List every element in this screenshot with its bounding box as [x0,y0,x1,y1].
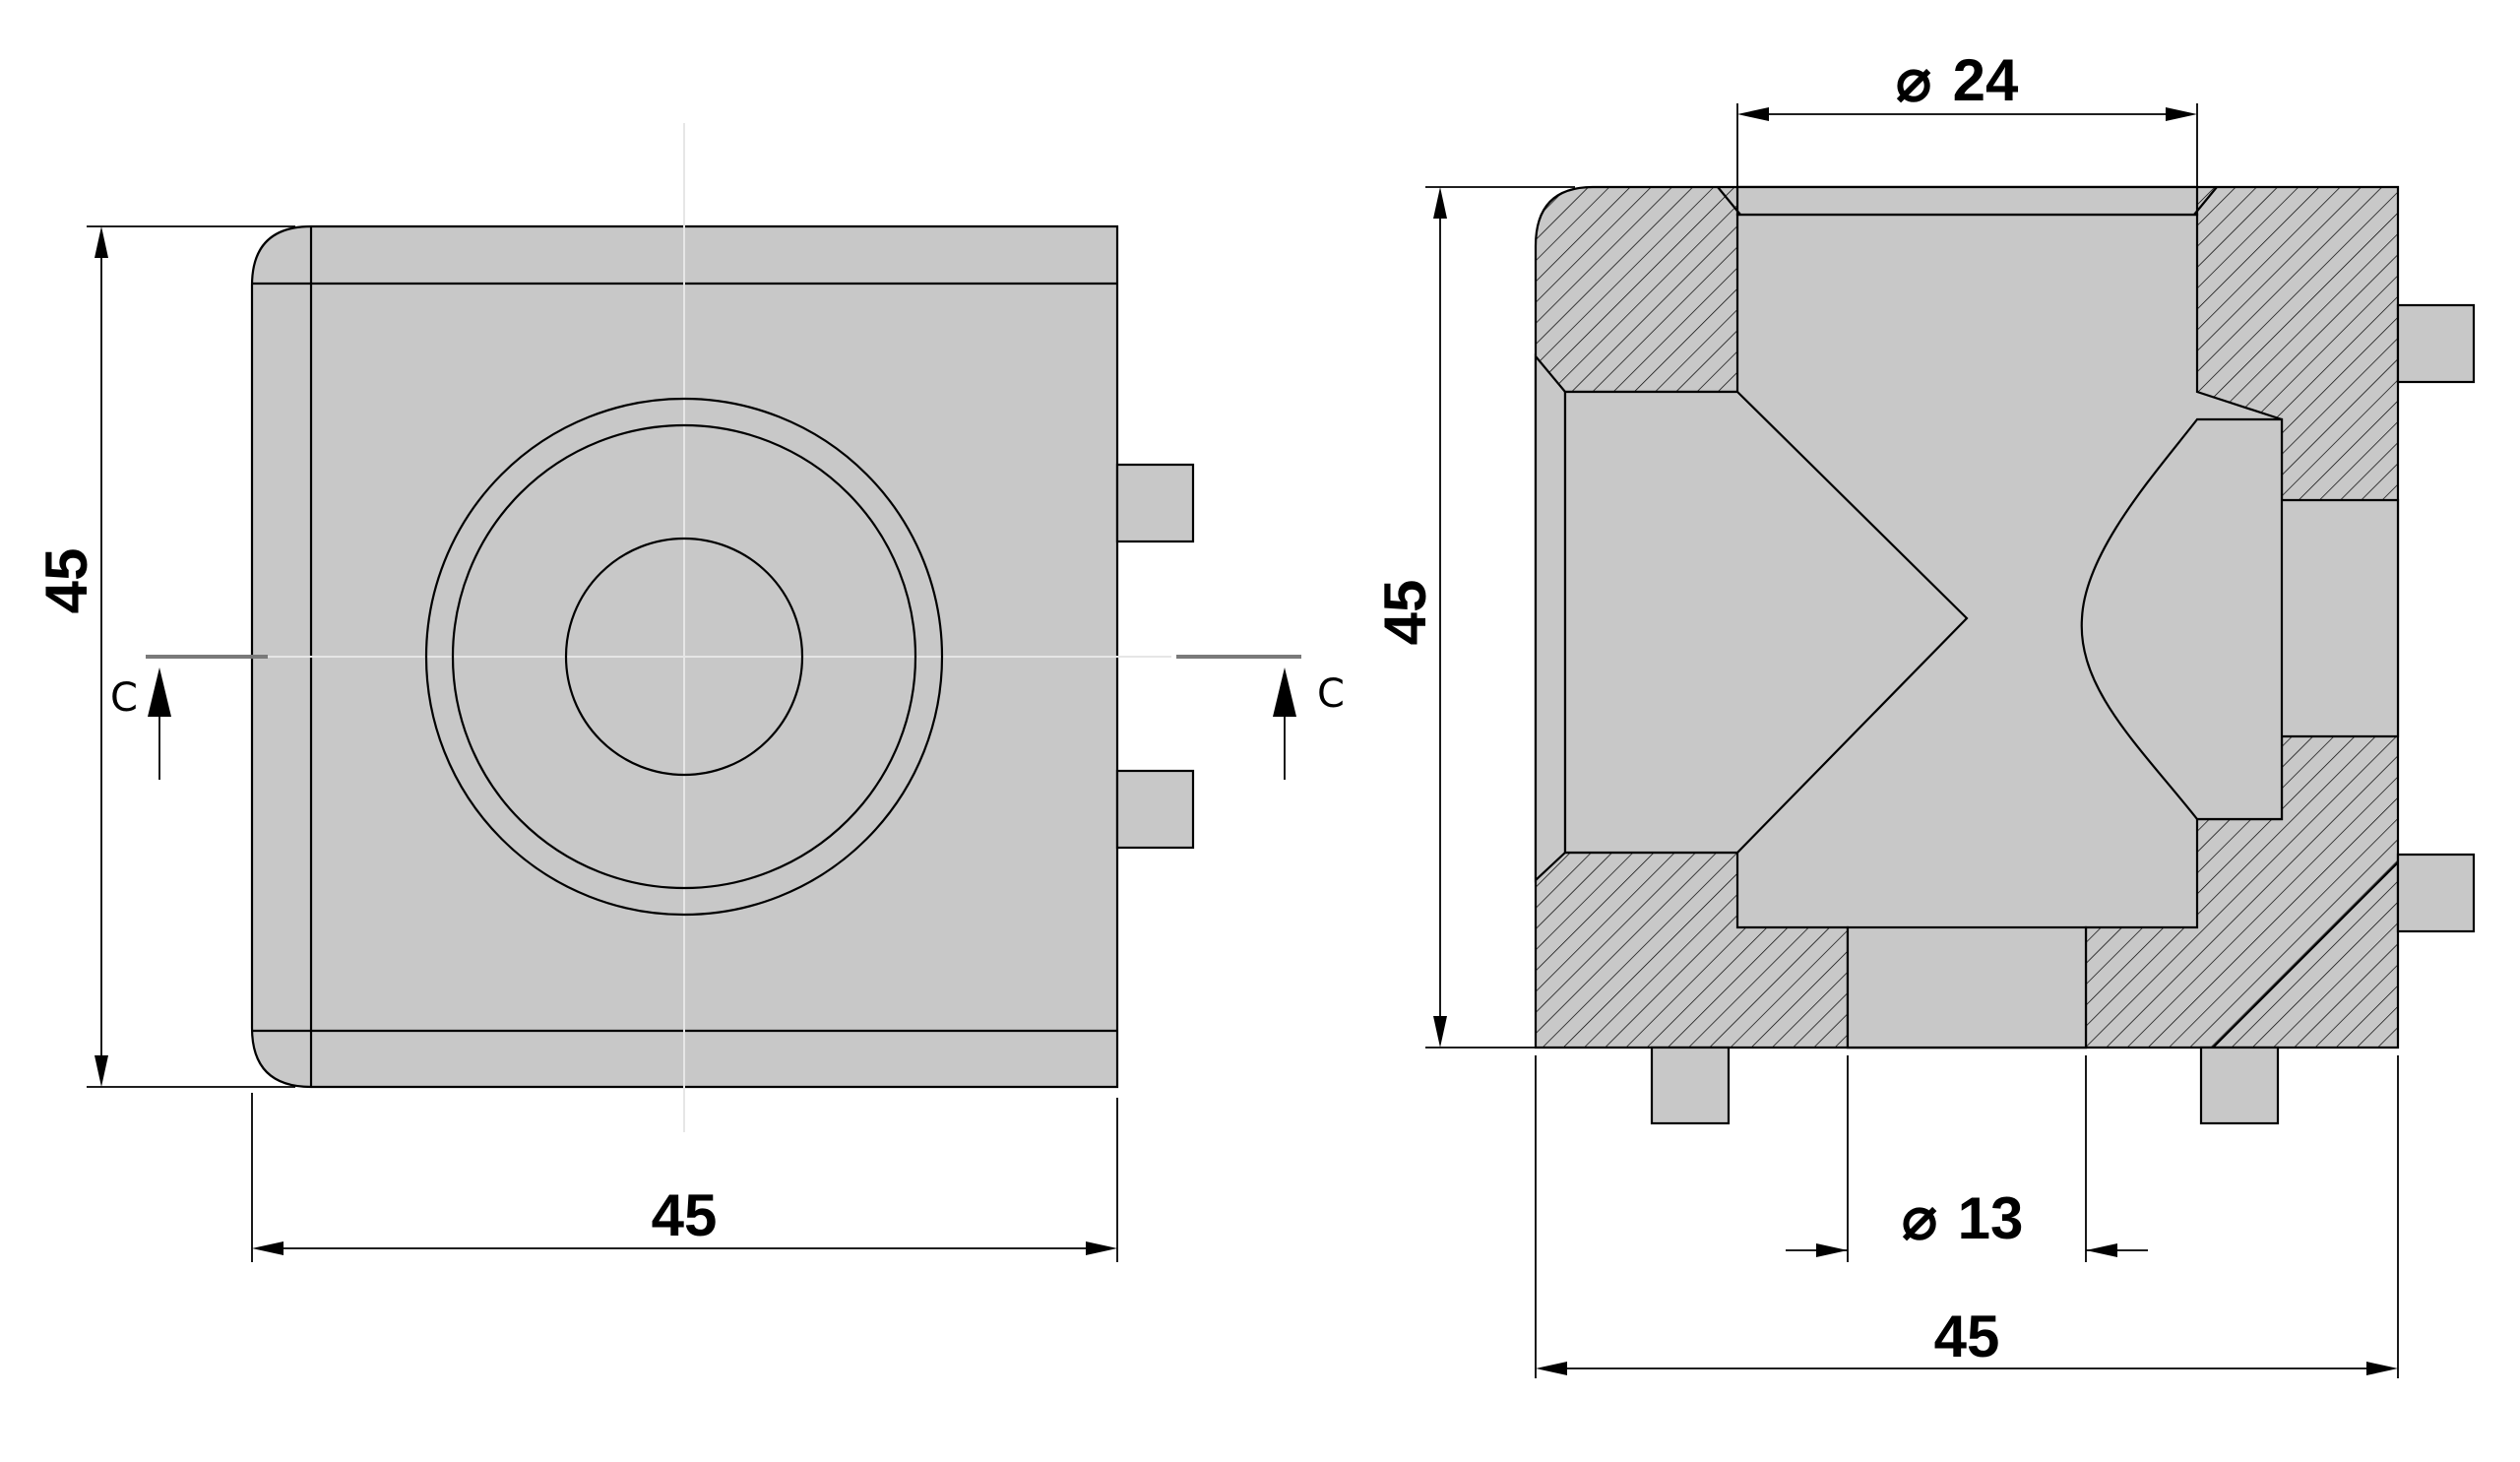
section-label-left: C [110,675,138,721]
front-height-arrow-bottom [94,1055,108,1087]
section-arrow-right-head [1273,667,1296,717]
section-tab-bottom-left [1650,1046,1731,1125]
section-top-bore-cap [1735,185,2199,217]
bore-bottom-diameter-symbol: ⌀ [1902,1185,1937,1251]
front-width-arrow-right [1086,1241,1117,1255]
section-corner-chamfer [2212,861,2399,1049]
front-view: C C 45 45 [33,123,1345,1262]
section-arrow-left-head [148,667,171,717]
front-width-arrow-left [252,1241,284,1255]
front-tab-lower [1115,769,1195,850]
section-width-arrow-left [1536,1362,1567,1375]
section-tab-right-lower [2396,853,2476,933]
front-height-value: 45 [33,548,99,614]
section-height-arrow-top [1433,187,1447,219]
section-label-right: C [1317,671,1345,717]
section-width-value: 45 [1934,1303,2000,1369]
front-tab-upper [1115,463,1195,543]
bore-top-value: 24 [1953,47,2019,113]
section-height-arrow-bottom [1433,1016,1447,1048]
bore-top-diameter-symbol: ⌀ [1896,47,1931,113]
section-bottom-bore [1846,925,2088,1049]
front-bore-circle [564,537,804,777]
section-v-profile [1563,390,1969,855]
section-curved-profile [2080,417,2284,821]
section-height-value: 45 [1372,580,1438,646]
bore-top-arrow-right [2166,107,2197,121]
front-height-arrow-top [94,226,108,258]
bore-bottom-value: 13 [1958,1185,2024,1251]
section-tab-right-upper [2396,303,2476,384]
bore-bottom-arrow-left [1816,1243,1848,1257]
front-inner-ring [451,423,917,890]
bore-bottom-arrow-right [2086,1243,2117,1257]
section-width-arrow-right [2366,1362,2398,1375]
front-outer-ring [424,397,944,917]
front-width-value: 45 [652,1182,718,1248]
bore-top-arrow-left [1737,107,1769,121]
section-tab-bottom-right [2199,1046,2280,1125]
section-view: ⌀ 24 45 ⌀ 13 45 [1372,47,2476,1378]
